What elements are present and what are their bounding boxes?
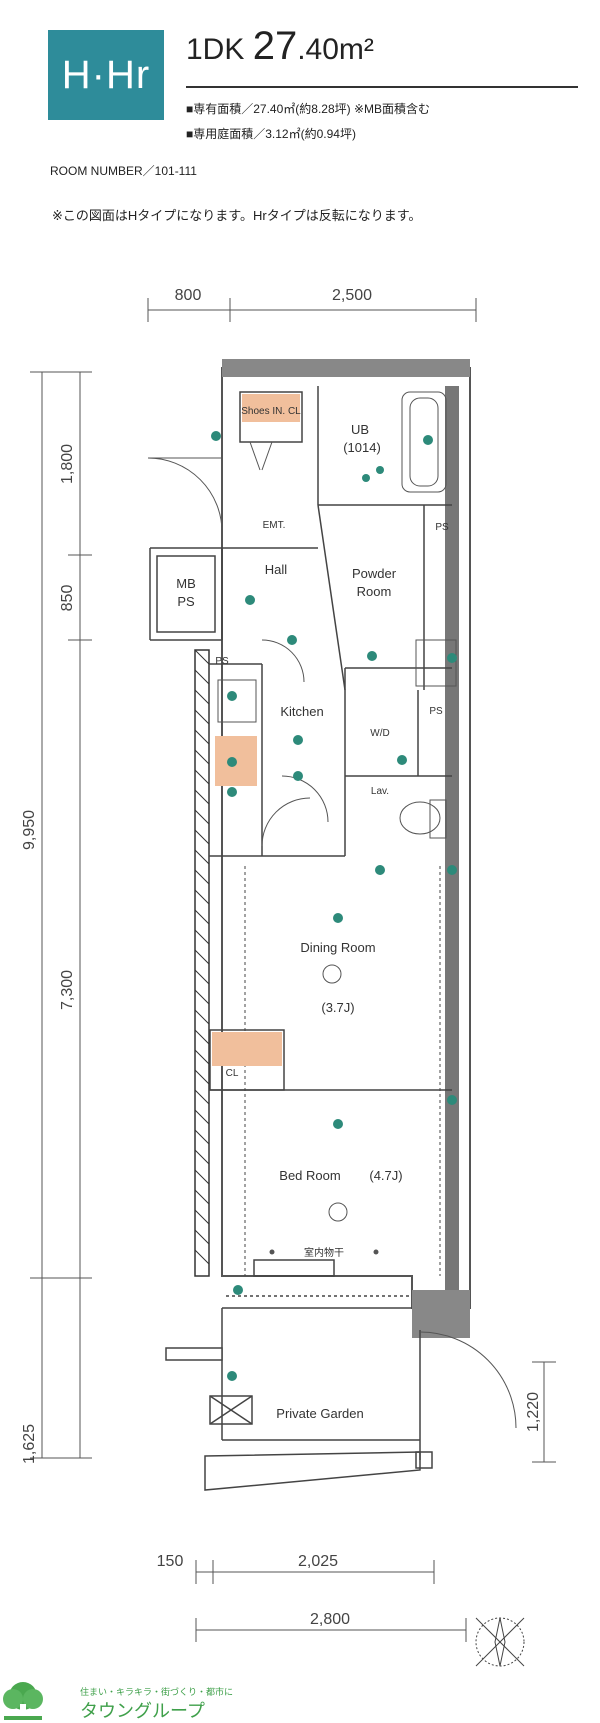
label-ps-3: PS [429, 706, 443, 717]
door-swings [147, 441, 517, 1429]
label-wd: W/D [370, 728, 389, 739]
label-cl: CL [226, 1068, 239, 1079]
label-dining-size: (3.7J) [321, 1000, 354, 1015]
label-dining: Dining Room [300, 940, 375, 955]
label-bed: Bed Room [279, 1168, 340, 1183]
label-shoes: Shoes IN. CL [241, 406, 301, 417]
label-bed-size: (4.7J) [369, 1168, 402, 1183]
dim-bottom-1: 150 [157, 1553, 184, 1570]
tree-logo-icon [3, 1682, 43, 1720]
label-powder-room: Room [357, 584, 392, 599]
area-rest: .40m² [297, 33, 374, 66]
label-lav: Lav. [371, 786, 389, 797]
dim-left-3: 7,300 [59, 970, 76, 1010]
label-ps-1: PS [435, 522, 449, 533]
room-number: ROOM NUMBER／101-111 [50, 164, 197, 178]
walls [194, 359, 471, 1338]
label-ub: UB [351, 422, 369, 437]
dim-left-2: 850 [59, 585, 76, 612]
title-rule [186, 86, 578, 88]
label-kitchen: Kitchen [280, 704, 323, 719]
light-fixtures [322, 964, 348, 1222]
north-compass-icon [475, 1617, 525, 1667]
layout-title: 1DK 27.40m² [186, 24, 374, 69]
floor-plan: 800 2,500 1,800 850 9,950 7,300 1,625 1,… [21, 287, 556, 1667]
fixtures [212, 391, 457, 1066]
dim-left-4: 1,625 [21, 1424, 38, 1464]
area-main: 27 [252, 24, 298, 68]
spec-garden-area: ■専用庭面積／3.12㎡(約0.94坪) [186, 127, 356, 141]
spec-private-area: ■専有面積／27.40㎡(約8.28坪) ※MB面積含む [186, 102, 431, 116]
dimension-lines [30, 298, 556, 1642]
label-garden: Private Garden [276, 1406, 363, 1421]
dim-left-1: 1,800 [59, 444, 76, 484]
label-mb: MB [176, 576, 196, 591]
interior-walls [149, 386, 452, 1491]
label-ps-2: PS [215, 656, 229, 667]
label-hall: Hall [265, 562, 288, 577]
dim-left-total: 9,950 [21, 810, 38, 850]
dim-bottom-2: 2,025 [298, 1553, 338, 1570]
dim-right-1: 1,220 [525, 1392, 542, 1432]
label-powder: Powder [352, 566, 397, 581]
footer-brand: タウングループ [80, 1701, 205, 1721]
label-dryer: 室内物干 [304, 1246, 344, 1259]
type-badge: H·Hr [48, 30, 164, 120]
fixture-markers [211, 431, 457, 1381]
orientation-note: ※この図面はHタイプになります。Hrタイプは反転になります。 [52, 208, 422, 223]
dim-top-left: 800 [175, 287, 202, 304]
label-ub-size: (1014) [343, 440, 381, 455]
layout-type: 1DK [186, 33, 245, 66]
dim-top-right: 2,500 [332, 287, 372, 304]
footer-tagline: 住まい・キラキラ・街づくり・都市に [80, 1687, 234, 1697]
dryer-markers [269, 1249, 379, 1255]
label-mb-ps: PS [177, 594, 195, 609]
label-emt: EMT. [263, 520, 286, 531]
dim-bottom-total: 2,800 [310, 1611, 350, 1628]
